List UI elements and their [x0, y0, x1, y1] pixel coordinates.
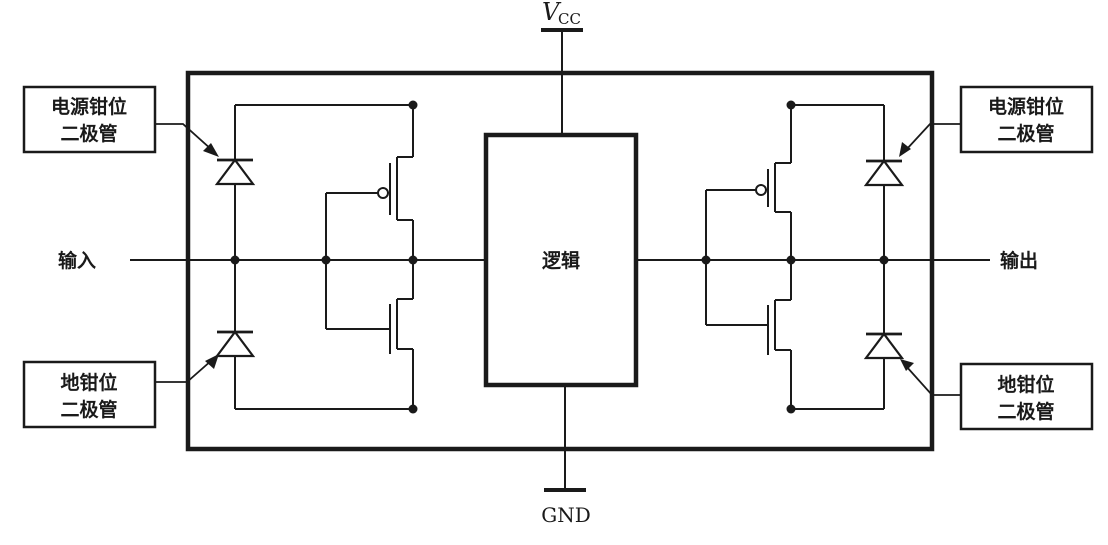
arrowhead-icon	[900, 359, 914, 371]
output-ground-clamp-diode-icon	[863, 332, 905, 360]
junction-dot	[230, 255, 240, 265]
svg-text:地钳位: 地钳位	[60, 371, 117, 394]
junction-dot	[408, 100, 418, 110]
vcc-subscript: CC	[558, 10, 581, 28]
input-nmos-transistor	[326, 260, 414, 409]
junction-dot	[408, 255, 418, 265]
gnd-terminal: GND	[541, 385, 591, 527]
junction-dot	[879, 255, 889, 265]
svg-text:二极管: 二极管	[997, 400, 1054, 423]
junction-dot	[786, 255, 796, 265]
arrowhead-icon	[203, 143, 219, 157]
input-label: 输入	[58, 249, 96, 272]
junction-dot	[786, 404, 796, 414]
logic-label: 逻辑	[542, 249, 580, 272]
callout-output-power-clamp: 电源钳位 二极管	[899, 85, 1094, 157]
logic-block: 逻辑	[483, 132, 639, 388]
arrowhead-icon	[899, 142, 911, 157]
output-label: 输出	[1000, 249, 1038, 272]
output-stage: 输出	[636, 100, 1038, 414]
svg-text:二极管: 二极管	[60, 398, 117, 421]
vcc-label: V	[542, 0, 562, 26]
svg-text:二极管: 二极管	[60, 122, 117, 145]
vcc-terminal: V CC	[541, 0, 583, 135]
output-nmos-transistor	[706, 260, 792, 409]
arrowhead-icon	[205, 354, 219, 369]
svg-text:地钳位: 地钳位	[997, 373, 1054, 396]
input-ground-clamp-diode-icon	[214, 330, 256, 358]
input-pmos-transistor	[326, 105, 414, 260]
gnd-label: GND	[541, 503, 591, 527]
callout-input-power-clamp: 电源钳位 二极管	[22, 85, 219, 157]
junction-dot	[786, 100, 796, 110]
svg-text:电源钳位: 电源钳位	[51, 95, 127, 118]
svg-text:电源钳位: 电源钳位	[988, 95, 1064, 118]
input-stage: 输入	[58, 100, 486, 414]
junction-dot	[408, 404, 418, 414]
junction-dot	[701, 255, 711, 265]
output-power-clamp-diode-icon	[863, 159, 905, 187]
svg-text:二极管: 二极管	[997, 122, 1054, 145]
input-power-clamp-diode-icon	[214, 158, 256, 186]
output-pmos-transistor	[706, 105, 792, 260]
callout-output-ground-clamp: 地钳位 二极管	[900, 359, 1094, 431]
callout-input-ground-clamp: 地钳位 二极管	[22, 354, 219, 429]
junction-dot	[321, 255, 331, 265]
